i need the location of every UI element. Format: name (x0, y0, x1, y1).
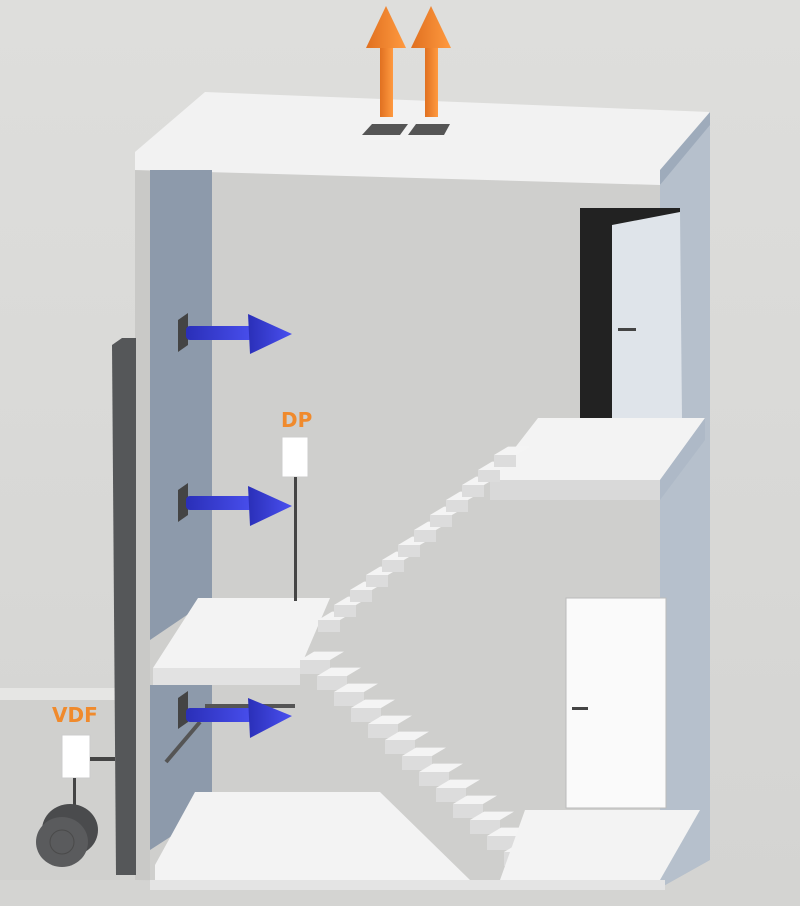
stair-flight-upper (318, 446, 530, 632)
stair-step (317, 667, 361, 676)
stair-riser (382, 560, 404, 572)
stair-step (351, 699, 395, 708)
stair-riser (366, 575, 388, 587)
stair-step (300, 651, 344, 660)
roof-vent (362, 124, 408, 135)
stair-riser (436, 788, 466, 802)
door-upper[interactable] (612, 212, 682, 436)
stair-riser (494, 455, 516, 467)
stair-riser (334, 605, 356, 617)
stair-step (368, 715, 412, 724)
stair-riser (300, 660, 330, 674)
stair-riser (351, 708, 381, 722)
door-lower[interactable] (565, 597, 667, 809)
door-handle (572, 707, 588, 710)
supply-air-arrow (164, 691, 295, 764)
stair-riser (368, 724, 398, 738)
stair-riser (318, 620, 340, 632)
stair-riser (385, 740, 415, 754)
stair-riser (430, 515, 452, 527)
landing-upper (490, 418, 705, 480)
stair-step (494, 446, 530, 455)
vdf-controller (61, 734, 91, 779)
stairwell-interior (150, 170, 660, 880)
stair-riser (453, 804, 483, 818)
stair-step (385, 731, 429, 740)
stair-riser (462, 485, 484, 497)
stair-riser (419, 772, 449, 786)
stair-step (436, 779, 480, 788)
floor-slab-middle (153, 598, 330, 668)
stair-riser (446, 500, 468, 512)
stair-step (419, 763, 463, 772)
pressurization-shaft (150, 170, 212, 640)
stair-riser (487, 836, 517, 850)
vdf-label: VDF (52, 703, 98, 727)
stair-riser (470, 820, 500, 834)
dp-label: DP (281, 408, 313, 432)
ground-floor (155, 792, 470, 880)
roof-slab (135, 92, 710, 185)
stair-step (453, 795, 497, 804)
stair-riser (317, 676, 347, 690)
supply-air-arrow (178, 483, 292, 526)
supply-duct (112, 338, 136, 875)
exhaust-arrow (366, 6, 406, 117)
stair-step (402, 747, 446, 756)
dp-sensor (281, 436, 309, 478)
stair-riser (334, 692, 364, 706)
roof-vent (408, 124, 450, 135)
stair-step (334, 683, 378, 692)
stair-riser (398, 545, 420, 557)
exhaust-arrow (411, 6, 451, 117)
fan-icon (36, 804, 98, 867)
stair-riser (414, 530, 436, 542)
stair-riser (478, 470, 500, 482)
stair-riser (350, 590, 372, 602)
stair-step (470, 811, 514, 820)
door-handle (618, 328, 636, 331)
stair-riser (402, 756, 432, 770)
supply-air-arrow (178, 313, 292, 354)
